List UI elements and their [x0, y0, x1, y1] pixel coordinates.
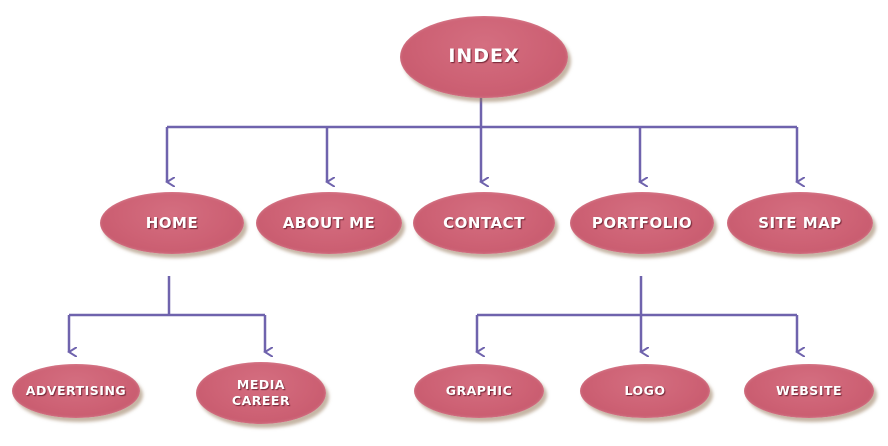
- node-graphic: GRAPHIC: [414, 364, 544, 418]
- node-portfolio: PORTFOLIO: [570, 192, 714, 254]
- node-media-career: MEDIA CAREER: [196, 362, 326, 424]
- node-about-me: ABOUT ME: [256, 192, 402, 254]
- node-home: HOME: [100, 192, 244, 254]
- node-site-map: SITE MAP: [727, 192, 873, 254]
- node-contact: CONTACT: [413, 192, 555, 254]
- node-index: INDEX: [400, 16, 568, 98]
- node-logo: LOGO: [580, 364, 710, 418]
- node-advertising: ADVERTISING: [12, 364, 140, 418]
- node-website: WEBSITE: [744, 364, 874, 418]
